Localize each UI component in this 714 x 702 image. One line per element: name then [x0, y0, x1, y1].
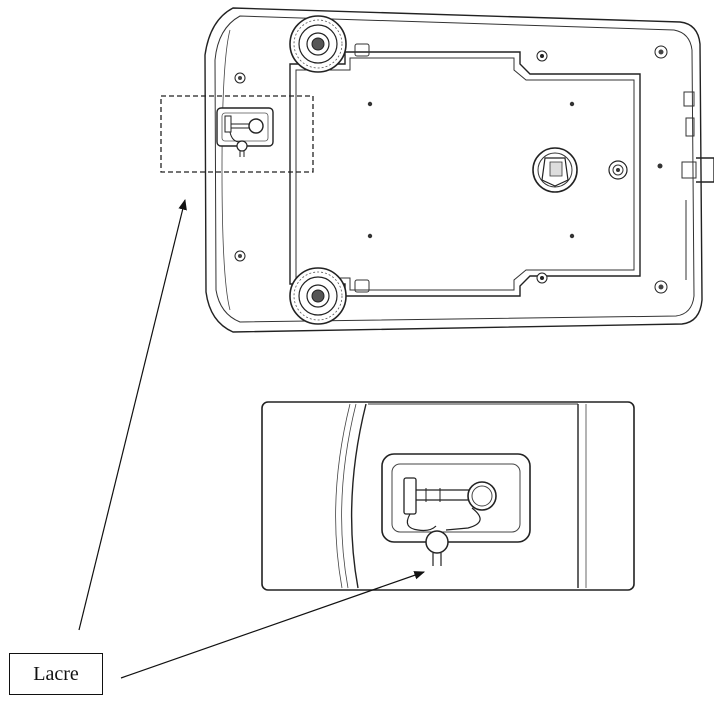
arrow-to-detail	[120, 571, 426, 679]
seal-mount-small	[216, 107, 274, 157]
seal-label-box: Lacre	[9, 653, 103, 695]
seal-label: Lacre	[33, 662, 79, 685]
wheel-top	[289, 15, 347, 73]
arrow-to-top-view	[78, 198, 187, 631]
seal-highlight-box	[160, 95, 314, 173]
wheel-bottom	[289, 267, 347, 325]
base-plate	[289, 51, 641, 297]
scale-body	[204, 7, 714, 333]
leveling-foot	[532, 147, 578, 193]
holes	[234, 43, 668, 294]
detail-inset	[261, 401, 635, 591]
